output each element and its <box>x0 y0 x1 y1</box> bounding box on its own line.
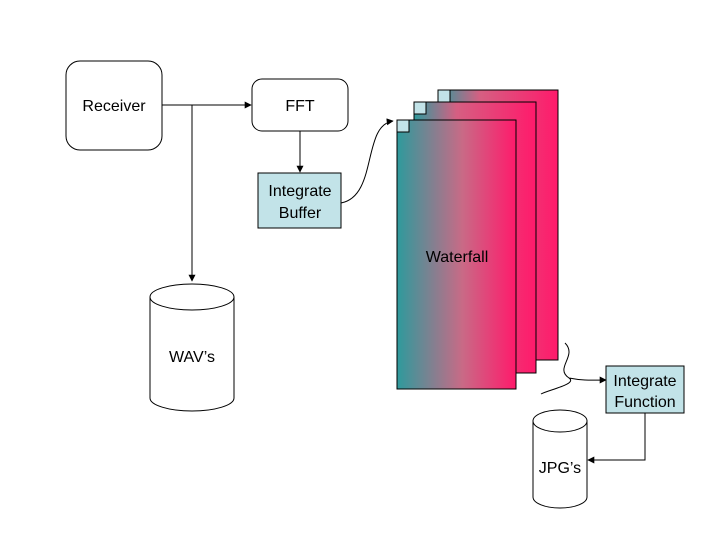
folded-corner-icon <box>396 119 410 133</box>
fft-node: FFT <box>251 78 349 132</box>
waterfall-to-function-arrow <box>540 342 606 395</box>
integrate-function-node: Integrate Function <box>605 365 685 414</box>
waterfall-label: Waterfall <box>426 249 489 266</box>
integrate-buffer-label-line2: Buffer <box>279 205 322 222</box>
connector-lines <box>162 101 394 282</box>
receiver-label: Receiver <box>82 98 146 115</box>
wavs-storage: WAV’s <box>149 283 235 412</box>
buffer-to-waterfall-arrow <box>340 118 394 204</box>
waterfall-stack: Waterfall <box>396 89 559 390</box>
folded-corner-icon <box>413 101 427 115</box>
wavs-label: WAV’s <box>169 349 215 366</box>
integrate-buffer-node: Integrate Buffer <box>257 172 342 229</box>
integrate-function-label-line2: Function <box>614 394 675 411</box>
integrate-buffer-label-line1: Integrate <box>268 183 331 200</box>
function-to-jpgs-arrow <box>587 413 646 464</box>
waterfall-page-front <box>396 119 517 390</box>
folded-corner-icon <box>437 89 451 103</box>
integrate-function-label-line1: Integrate <box>613 373 676 390</box>
jpgs-storage: JPG’s <box>532 409 588 509</box>
fft-label: FFT <box>285 98 315 115</box>
jpgs-label: JPG’s <box>539 460 581 477</box>
receiver-node: Receiver <box>65 60 163 151</box>
